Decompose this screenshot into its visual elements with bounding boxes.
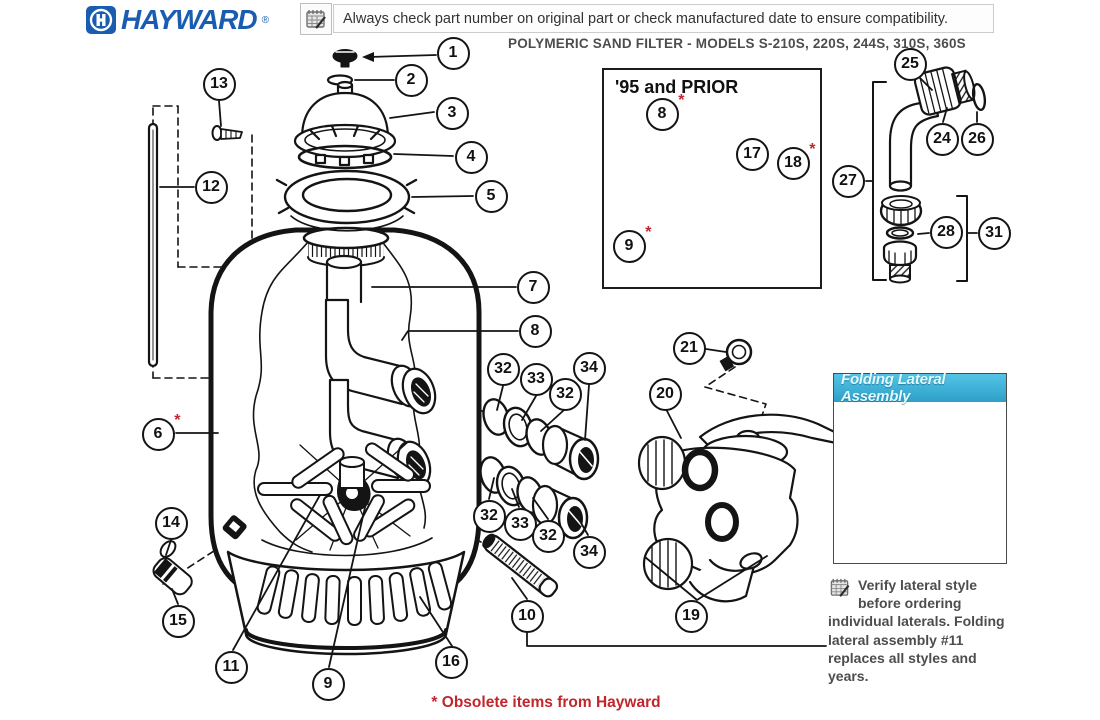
folding-lateral-box: Folding Lateral Assembly: [833, 371, 1007, 564]
connector-pipe-assembly: [879, 66, 987, 284]
callout-33-upper: 33: [519, 362, 553, 396]
bulkhead-set-upper: [482, 398, 600, 481]
callout-8-inset95: 8*: [645, 92, 685, 131]
callout-32-upper-1: 32: [486, 352, 520, 386]
callout-17: 17: [735, 137, 769, 171]
compatibility-note-text: Always check part number on original par…: [343, 10, 949, 27]
compatibility-note: Always check part number on original par…: [333, 4, 994, 33]
internal-standpipe: [325, 254, 363, 304]
callout-11: 11: [214, 650, 248, 684]
callout-9-inset95: 9*: [612, 224, 652, 263]
callout-31: 31: [977, 216, 1011, 250]
obsolete-asterisk: *: [809, 140, 816, 158]
filter-base: [226, 550, 466, 656]
callout-28: 28: [929, 215, 963, 249]
callout-6: 6*: [141, 412, 181, 451]
callout-25: 25: [893, 47, 927, 81]
tank-neck-threads: [302, 226, 390, 267]
inset-95-title: '95 and PRIOR: [615, 77, 739, 97]
page-title: POLYMERIC SAND FILTER - MODELS S-210S, 2…: [508, 36, 966, 51]
callout-33-lower: 33: [503, 507, 537, 541]
registered-mark: ®: [261, 14, 269, 26]
callout-1: 1: [436, 36, 470, 70]
callout-13: 13: [202, 67, 236, 101]
callout-14: 14: [154, 506, 188, 540]
callout-19: 19: [674, 599, 708, 633]
multiport-valve: [637, 413, 848, 603]
callout-24: 24: [925, 122, 959, 156]
callout-32-upper-2: 32: [548, 377, 582, 411]
obsolete-asterisk: *: [431, 694, 438, 711]
lateral-note-text: Verify lateral style before ordering ind…: [828, 577, 1005, 684]
callout-26: 26: [960, 122, 994, 156]
single-lateral: [482, 533, 559, 598]
callout-18: 18*: [776, 141, 816, 180]
callout-16: 16: [434, 645, 468, 679]
callout-4: 4: [454, 140, 488, 174]
dome-o-ring: [297, 144, 393, 170]
screw: [211, 125, 243, 141]
folding-lateral-header: Folding Lateral Assembly: [834, 371, 1006, 405]
sight-glass-tube: [147, 122, 159, 368]
lock-ring-clamp: [275, 169, 418, 232]
callout-3: 3: [435, 96, 469, 130]
callout-20: 20: [648, 377, 682, 411]
obsolete-note-text: Obsolete items from Hayward: [441, 694, 661, 711]
obsolete-note: * Obsolete items from Hayward: [386, 694, 706, 712]
callout-7: 7: [516, 270, 550, 304]
callout-21: 21: [672, 331, 706, 365]
folding-lateral-title: Folding Lateral Assembly: [841, 371, 946, 405]
obsolete-asterisk: *: [174, 411, 181, 429]
callout-15: 15: [161, 604, 195, 638]
callout-8: 8: [518, 314, 552, 348]
air-relief-valve: [332, 49, 358, 68]
internal-elbow-upper: [324, 298, 437, 415]
callout-2: 2: [394, 63, 428, 97]
callout-32-lower-1: 32: [472, 499, 506, 533]
brand-wordmark: HAYWARD: [121, 4, 258, 35]
calendar-icon-small: [828, 577, 852, 602]
callout-27: 27: [831, 164, 865, 198]
lateral-assembly: [257, 441, 431, 551]
callout-5: 5: [474, 179, 508, 213]
calendar-icon: [306, 10, 326, 29]
lateral-note: Verify lateral style before ordering ind…: [828, 576, 1018, 685]
hayward-logo: HAYWARD ®: [86, 4, 269, 36]
callout-9: 9: [311, 667, 345, 701]
bulkhead-set-lower: [479, 456, 589, 540]
hayward-h-icon: [86, 6, 116, 34]
pressure-gauge: [719, 338, 753, 372]
callout-34-lower: 34: [572, 535, 606, 569]
callout-10: 10: [510, 599, 544, 633]
callout-32-lower-2: 32: [531, 519, 565, 553]
callout-12: 12: [194, 170, 228, 204]
dome-lid: [293, 80, 397, 167]
calendar-icon-box: [300, 3, 332, 35]
obsolete-asterisk: *: [645, 223, 652, 241]
obsolete-asterisk: *: [678, 91, 685, 109]
callout-34-upper: 34: [572, 351, 606, 385]
